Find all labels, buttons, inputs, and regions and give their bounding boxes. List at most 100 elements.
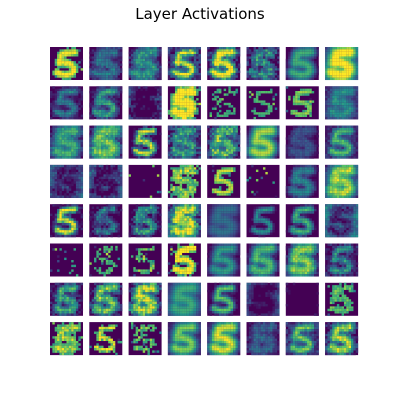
activation-cell — [346, 153, 349, 157]
activation-cell — [117, 213, 120, 217]
activation-cell — [292, 188, 296, 191]
activation-cell — [142, 47, 146, 50]
activation-cell — [307, 135, 310, 138]
activation-cell — [355, 142, 359, 145]
activation-cell — [355, 86, 359, 89]
activation-cell — [193, 156, 197, 159]
activation-cell — [73, 208, 76, 212]
activation-cell — [258, 56, 261, 59]
activation-cell — [105, 98, 109, 101]
activation-cell — [59, 167, 62, 170]
activation-cell — [334, 72, 337, 76]
activation-cell — [351, 169, 354, 173]
activation-panel-4-7 — [285, 164, 319, 198]
activation-cell — [274, 107, 278, 110]
activation-cell — [336, 114, 340, 117]
activation-cell — [184, 181, 187, 184]
activation-cell — [73, 218, 76, 221]
activation-cell — [230, 135, 234, 138]
activation-cell — [334, 137, 337, 140]
activation-cell — [302, 58, 305, 62]
activation-cell — [253, 125, 256, 129]
activation-cell — [156, 58, 160, 62]
activation-cell — [80, 146, 84, 150]
activation-cell — [260, 114, 264, 117]
activation-cell — [57, 65, 60, 69]
activation-cell — [75, 127, 79, 131]
activation-cell — [167, 142, 171, 145]
activation-cell — [112, 91, 116, 94]
activation-cell — [346, 188, 349, 191]
activation-cell — [265, 91, 268, 94]
activation-cell — [117, 139, 120, 143]
activation-cell — [64, 112, 67, 115]
activation-cell — [191, 63, 194, 66]
activation-cell — [339, 130, 342, 133]
activation-cell — [214, 95, 217, 99]
activation-cell — [174, 95, 178, 99]
activation-cell — [75, 223, 79, 226]
activation-cell — [96, 218, 99, 221]
activation-cell — [78, 102, 81, 106]
activation-cell — [191, 54, 194, 57]
activation-cell — [68, 227, 72, 231]
activation-cell — [304, 93, 308, 96]
activation-cell — [108, 153, 111, 157]
activation-cell — [130, 54, 134, 57]
activation-cell — [189, 63, 192, 66]
activation-cell — [177, 86, 180, 89]
activation-cell — [186, 149, 190, 152]
activation-cell — [304, 153, 308, 157]
activation-cell — [253, 112, 256, 115]
activation-cell — [103, 54, 106, 57]
activation-cell — [311, 56, 315, 59]
activation-cell — [348, 54, 352, 57]
activation-cell — [193, 102, 197, 106]
activation-cell — [316, 65, 319, 69]
activation-cell — [255, 56, 259, 59]
activation-cell — [198, 130, 201, 133]
activation-cell — [260, 72, 264, 76]
activation-cell — [307, 156, 310, 159]
activation-cell — [110, 142, 113, 145]
activation-cell — [341, 47, 345, 50]
activation-cell — [182, 125, 185, 129]
activation-cell — [304, 149, 308, 152]
activation-cell — [174, 135, 178, 138]
activation-cell — [218, 58, 222, 62]
activation-cell — [304, 144, 308, 147]
activation-cell — [170, 70, 173, 73]
activation-cell — [75, 114, 79, 117]
activation-cell — [237, 51, 241, 55]
activation-cell — [172, 135, 176, 138]
activation-cell — [339, 169, 342, 173]
activation-cell — [191, 105, 194, 108]
activation-cell — [94, 70, 97, 73]
activation-cell — [186, 167, 190, 170]
activation-cell — [61, 232, 65, 235]
activation-cell — [140, 68, 143, 71]
activation-cell — [211, 169, 215, 173]
activation-cell — [91, 109, 95, 113]
activation-cell — [348, 179, 352, 182]
activation-cell — [290, 186, 293, 189]
activation-cell — [96, 86, 99, 89]
activation-cell — [61, 107, 65, 110]
activation-cell — [191, 86, 194, 89]
activation-cell — [214, 142, 217, 145]
activation-cell — [145, 54, 148, 57]
activation-cell — [292, 100, 296, 103]
activation-cell — [189, 190, 192, 194]
activation-cell — [52, 220, 55, 224]
activation-cell — [115, 204, 118, 207]
activation-cell — [133, 54, 136, 57]
activation-cell — [327, 91, 330, 94]
activation-cell — [253, 63, 256, 66]
activation-cell — [329, 188, 333, 191]
activation-cell — [295, 186, 298, 189]
activation-cell — [248, 125, 252, 129]
activation-cell — [152, 139, 155, 143]
activation-cell — [355, 91, 359, 94]
activation-cell — [336, 109, 340, 113]
activation-cell — [191, 188, 194, 191]
